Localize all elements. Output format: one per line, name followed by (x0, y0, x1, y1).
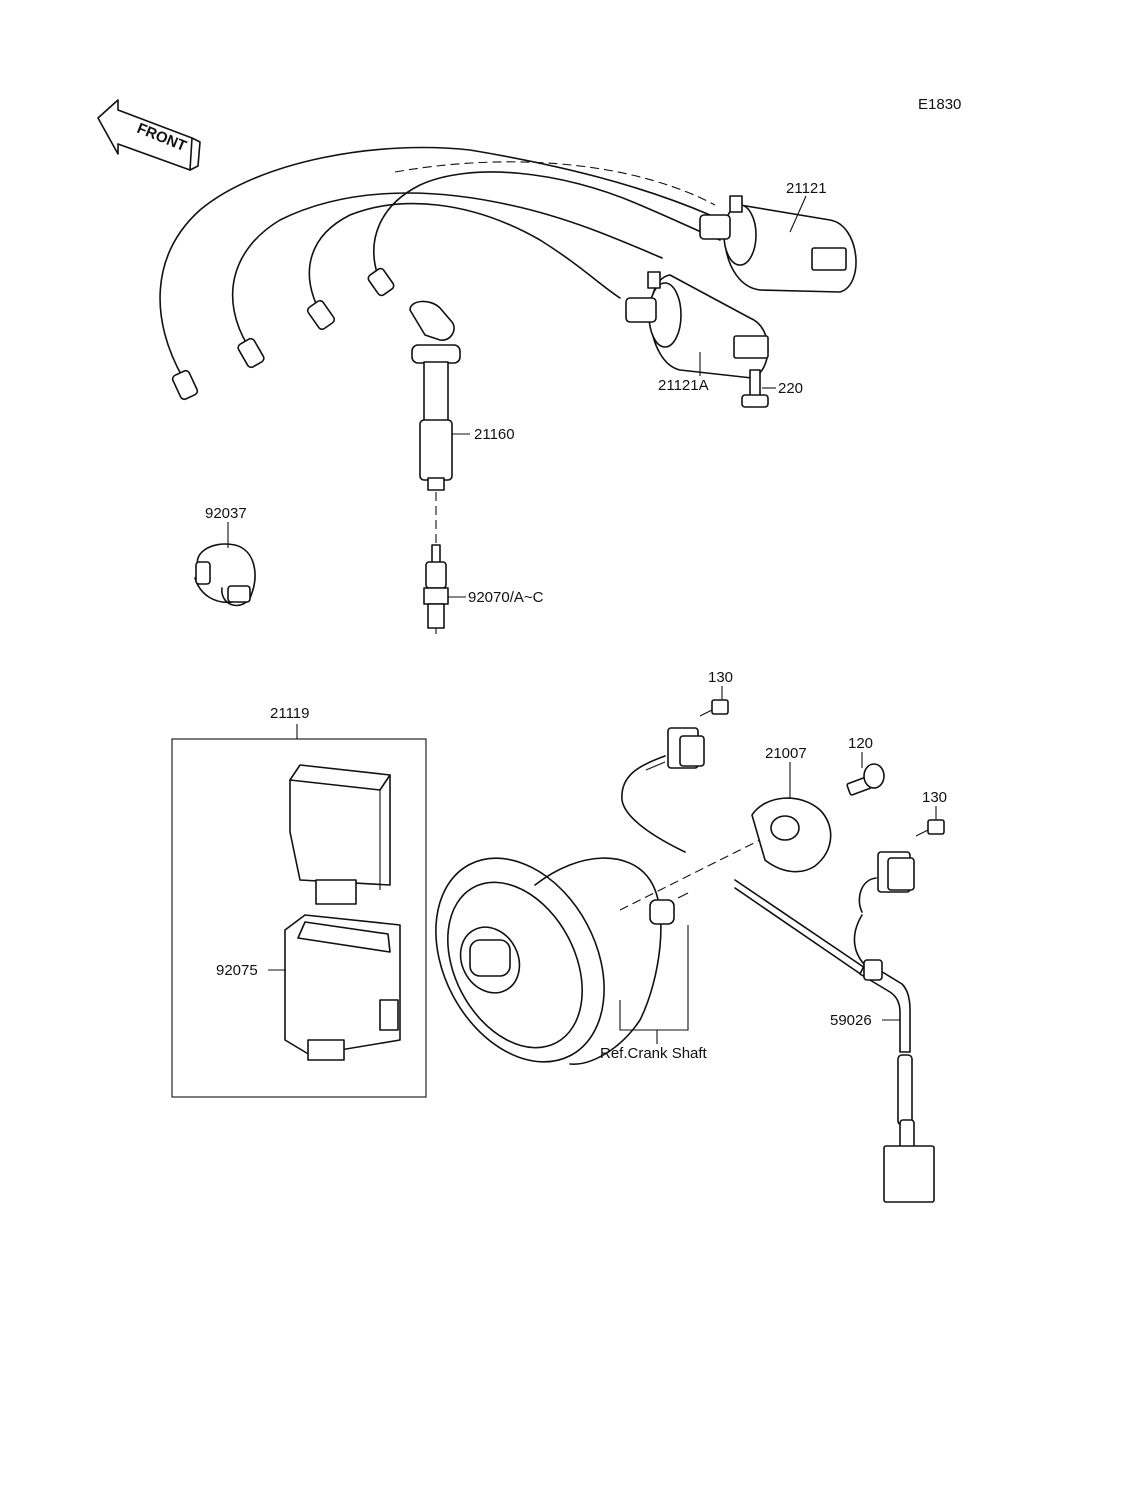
spark-plug (423, 544, 449, 634)
callout-bolt-130-right: 130 (922, 789, 947, 806)
igniter-assembly-frame (171, 738, 427, 1098)
callout-rotor: 21007 (765, 745, 807, 762)
crank-pin-mark (677, 892, 689, 899)
bolt-130-right-icon (915, 819, 945, 837)
ref-crank-bracket (619, 925, 689, 1031)
callout-coil-bottom: 21121A (658, 377, 709, 394)
bolt-130-top-icon (699, 699, 729, 717)
flywheel-gear (435, 857, 675, 1065)
leader-coil-top (789, 195, 807, 233)
callout-ref-crank: Ref.Crank Shaft (600, 1045, 708, 1062)
callout-bolt-130-top: 130 (708, 669, 733, 686)
wire-end-caps (171, 267, 395, 401)
callout-spark-plug: 92070/A~C (468, 589, 544, 606)
bolt-220-icon (741, 369, 769, 408)
wiring-harness (734, 879, 935, 1203)
ht-lead-wires (159, 146, 721, 379)
ignition-coil-top (699, 195, 857, 293)
callout-clamp: 92037 (205, 505, 247, 522)
callout-bolt-120: 120 (848, 735, 873, 752)
callout-harness: 59026 (830, 1012, 872, 1029)
callout-igniter-assy: 21119 (270, 705, 310, 722)
callout-coil-top: 21121 (786, 180, 827, 197)
igniter-case (284, 914, 401, 1061)
igniter-unit (289, 764, 391, 905)
callout-plug-cap: 21160 (474, 426, 515, 443)
timing-rotor (751, 797, 832, 873)
diagram-code: E1830 (918, 96, 961, 113)
callout-igniter-case: 92075 (216, 962, 258, 979)
ignition-coil-bottom (625, 271, 769, 379)
front-arrow-icon: FRONT (97, 99, 201, 171)
bolt-120-icon (846, 763, 885, 796)
spark-plug-cap (409, 300, 461, 491)
callout-bolt-220: 220 (778, 380, 803, 397)
pickup-coil-top (621, 727, 705, 853)
pickup-coil-right (858, 851, 915, 913)
clamp-icon (194, 543, 256, 607)
rotor-axis-line (619, 819, 801, 911)
